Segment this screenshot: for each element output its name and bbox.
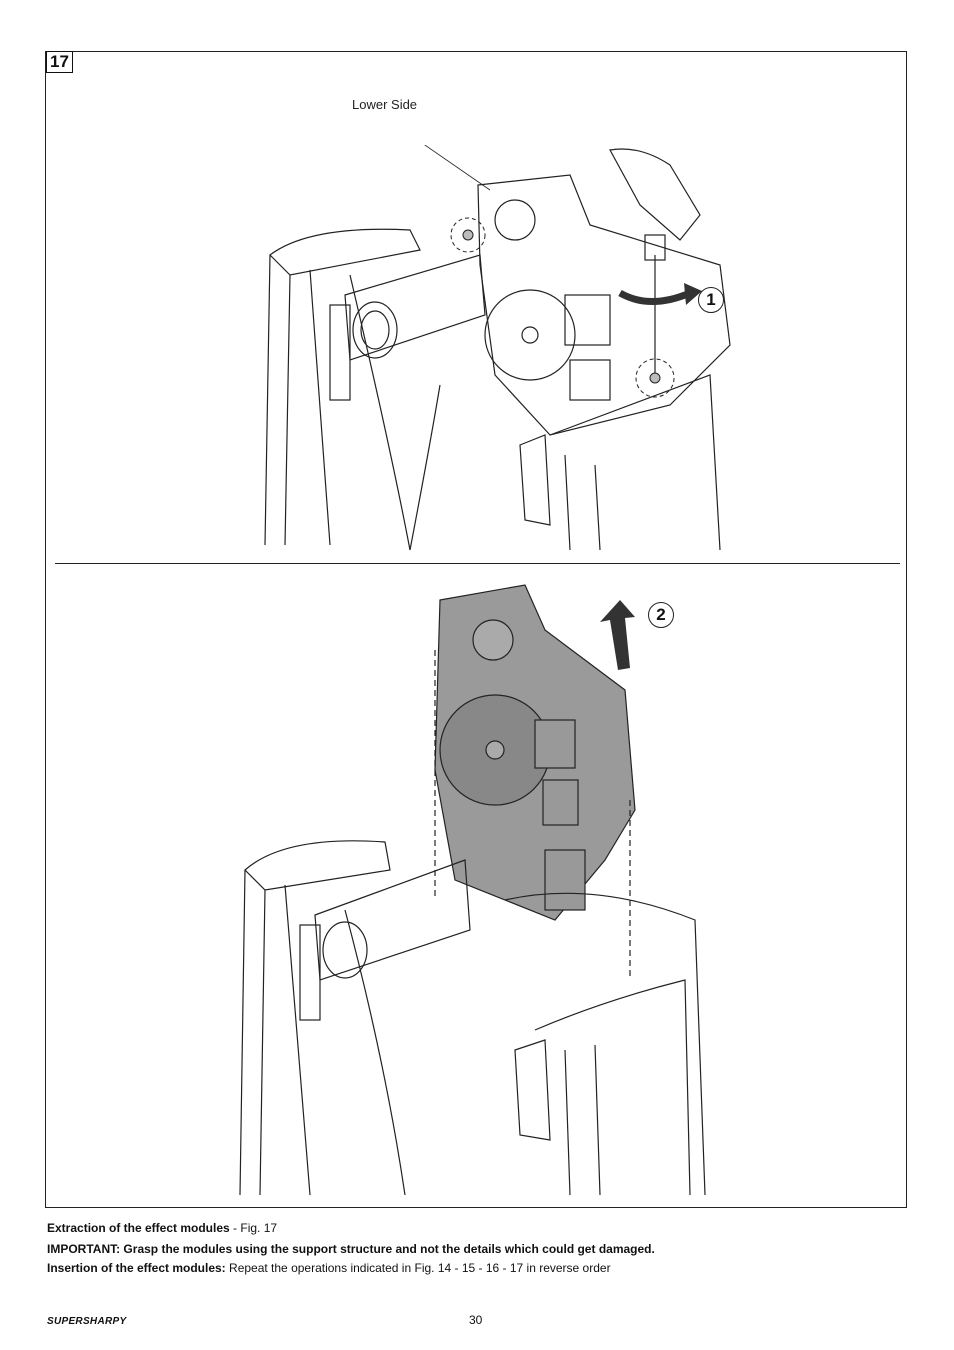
figure-frame [45,51,907,1208]
caption-extraction-title: Extraction of the effect modules [47,1221,230,1235]
caption-insertion-title: Insertion of the effect modules: [47,1261,226,1275]
illustration-extract [239,584,706,1195]
footer-brand: SUPERSHARPY [47,1316,127,1327]
caption-extraction: Extraction of the effect modules - Fig. … [47,1221,277,1235]
caption-extraction-ref: - Fig. 17 [229,1221,278,1235]
figure-divider [55,563,900,564]
caption-important: IMPORTANT: Grasp the modules using the s… [47,1242,655,1256]
step-1-badge: 1 [698,287,724,313]
step-2-badge: 2 [648,602,674,628]
caption-insertion-text: Repeat the operations indicated in Fig. … [225,1261,611,1275]
callout-lower-side: Lower Side [352,97,418,112]
caption-insertion: Insertion of the effect modules: Repeat … [47,1261,611,1275]
illustration-unscrew [264,145,731,551]
page-number: 30 [469,1313,483,1327]
figure-number: 17 [46,51,73,73]
